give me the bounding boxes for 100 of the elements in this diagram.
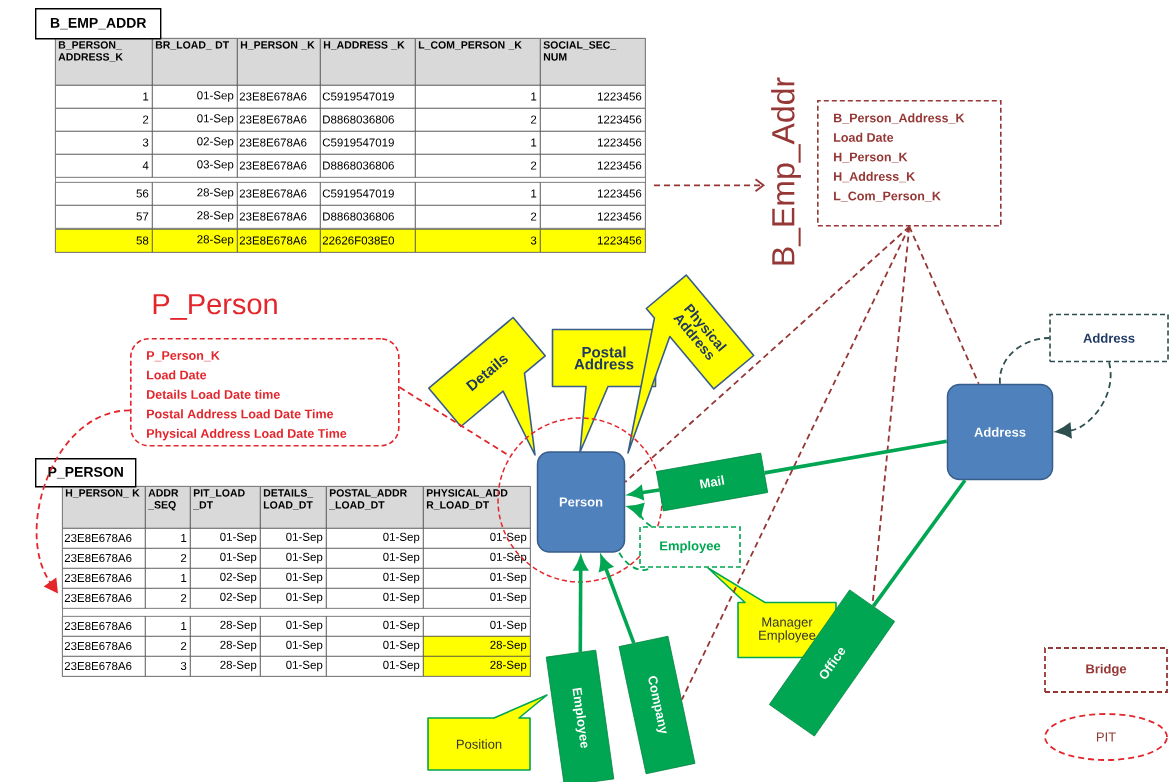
table-cell: 02-Sep — [190, 568, 261, 589]
table-cell: 01-Sep — [423, 528, 531, 549]
header-cell: H_ADDRESS _K — [320, 38, 416, 86]
table-cell: 1 — [55, 85, 153, 109]
node-label: Load Date — [147, 370, 207, 380]
table-cell: 2 — [415, 108, 541, 132]
link-box: Company — [618, 635, 696, 775]
table-cell: 01-Sep — [260, 548, 327, 569]
table-cell: 23E8E678A6 — [62, 528, 146, 549]
table-cell: 58 — [55, 229, 153, 253]
table-cell: 01-Sep — [152, 108, 238, 132]
table-cell: 23E8E678A6 — [62, 568, 146, 589]
table-cell: 23E8E678A6 — [237, 154, 321, 178]
table-cell: 23E8E678A6 — [62, 548, 146, 569]
table-cell: C5919547019 — [320, 85, 416, 109]
table-cell: 23E8E678A6 — [62, 636, 146, 657]
table-cell: 28-Sep — [423, 656, 531, 677]
header-cell: B_PERSON_ ADDRESS_K — [55, 38, 153, 86]
table-cell: 56 — [55, 182, 153, 206]
node-label: Postal Address Load Date Time — [147, 409, 334, 419]
table-cell: 23E8E678A6 — [237, 205, 321, 229]
table-cell: 28-Sep — [423, 636, 531, 657]
dashed-box: Employee — [639, 526, 741, 568]
table-cell: 23E8E678A6 — [62, 588, 146, 609]
table-cell: 4 — [55, 154, 153, 178]
header-cell: POSTAL_ADDR _LOAD_DT — [326, 486, 424, 529]
table-cell: 2 — [145, 636, 191, 657]
table-cell: 01-Sep — [190, 548, 261, 569]
table-cell: 23E8E678A6 — [62, 656, 146, 677]
table-cell: 01-Sep — [260, 636, 327, 657]
table-cell: D8868036806 — [320, 205, 416, 229]
table-title: B_EMP_ADDR — [35, 8, 162, 40]
node-label: Physical Address Load Date Time — [147, 428, 347, 441]
table-cell: 28-Sep — [152, 182, 238, 206]
table-cell: 1223456 — [540, 85, 646, 109]
table-cell: 23E8E678A6 — [237, 108, 321, 132]
table-cell: 23E8E678A6 — [237, 182, 321, 206]
table-cell: 01-Sep — [326, 588, 424, 609]
connector — [999, 337, 1051, 385]
table-cell: 28-Sep — [152, 205, 238, 229]
table-cell: 23E8E678A6 — [237, 85, 321, 109]
table-cell: 22626F038E0 — [320, 229, 416, 253]
table-cell: 2 — [145, 588, 191, 609]
table-cell: 1 — [145, 568, 191, 589]
table-cell: 2 — [145, 548, 191, 569]
table-cell: 3 — [55, 131, 153, 155]
header-cell: L_COM_PERSON _K — [415, 38, 541, 86]
field-list-box: P_Person_K Load Date Details Load Date time Postal Address Load Date Time Physical Address Load Date Time — [130, 338, 400, 447]
table-cell: 01-Sep — [423, 568, 531, 589]
callout: Position — [427, 694, 548, 771]
field-list-box: B_Person_Address_K Load Date H_Person_K H_Address_K L_Com_Person_K — [817, 100, 1002, 227]
table-cell: 2 — [415, 205, 541, 229]
table-cell: 57 — [55, 205, 153, 229]
header-cell: BR_LOAD_ DT — [152, 38, 238, 86]
connector — [872, 479, 967, 608]
table-cell: 1 — [145, 616, 191, 637]
entity-box: Person — [536, 451, 626, 553]
table-cell: 1 — [145, 528, 191, 549]
table-cell: 2 — [415, 154, 541, 178]
table-cell: 28-Sep — [190, 656, 261, 677]
connector — [627, 503, 653, 528]
table-cell: 01-Sep — [326, 528, 424, 549]
table-cell: 1 — [415, 85, 541, 109]
table-cell: 01-Sep — [260, 656, 327, 677]
header-cell: PHYSICAL_ADD R_LOAD_DT — [423, 486, 531, 529]
table-cell: 23E8E678A6 — [237, 131, 321, 155]
table-cell: 1223456 — [540, 182, 646, 206]
table-cell: 23E8E678A6 — [62, 616, 146, 637]
connector — [624, 225, 911, 483]
link-box: Mail — [655, 452, 769, 512]
table-cell: 3 — [145, 656, 191, 677]
link-box: Employee — [545, 649, 615, 782]
connector — [680, 225, 911, 701]
node-label: P_Person_K — [147, 351, 220, 362]
heading: B_Emp_Addr — [771, 77, 801, 265]
connector — [653, 178, 765, 193]
table-cell: 01-Sep — [326, 636, 424, 657]
connector — [1055, 361, 1112, 439]
table-cell: 01-Sep — [326, 616, 424, 637]
table-cell: 28-Sep — [190, 616, 261, 637]
table-cell: C5919547019 — [320, 131, 416, 155]
table-cell: 2 — [55, 108, 153, 132]
header-cell: DETAILS_ LOAD_DT — [260, 486, 327, 529]
table-title: P_PERSON — [35, 458, 137, 488]
table-cell: 1223456 — [540, 131, 646, 155]
dashed-box: Address — [1049, 313, 1169, 363]
table-cell: 1 — [415, 182, 541, 206]
header-cell: H_PERSON _K — [237, 38, 321, 86]
table-cell: 01-Sep — [326, 656, 424, 677]
table-cell: 03-Sep — [152, 154, 238, 178]
table-cell: 01-Sep — [260, 616, 327, 637]
table-cell: 01-Sep — [190, 528, 261, 549]
table-cell: 01-Sep — [423, 616, 531, 637]
legend-box: Bridge — [1044, 647, 1168, 693]
table-cell: 28-Sep — [190, 636, 261, 657]
table-cell: 02-Sep — [152, 131, 238, 155]
header-cell: SOCIAL_SEC_ NUM — [540, 38, 646, 86]
table-cell: 1 — [415, 131, 541, 155]
connector — [764, 439, 948, 475]
table-cell: 01-Sep — [423, 548, 531, 569]
